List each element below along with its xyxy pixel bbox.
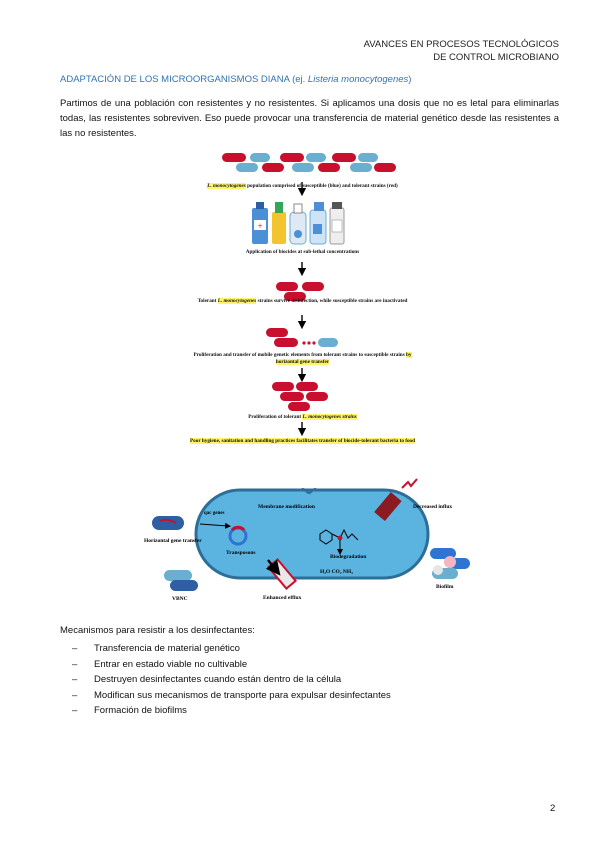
caption-transfer: Proliferation and transfer of mobile gen…: [193, 352, 412, 365]
caption-population: L. monocytogenes population comprised of…: [207, 183, 398, 189]
mechanisms-title: Mecanismos para resistir a los desinfect…: [60, 625, 255, 636]
label-biofilm: Biofilm: [436, 584, 454, 590]
label-hgt: Horizontal gene transfer: [144, 538, 202, 544]
influx-block: [374, 492, 402, 522]
section-title: ADAPTACIÓN DE LOS MICROORGANISMOS DIANA …: [60, 74, 411, 85]
tolerant-proliferation: [272, 382, 328, 411]
list-item: –Transferencia de material genético: [72, 643, 240, 654]
gene-transfer-illustration: [266, 328, 338, 347]
vbnc-cells: [164, 570, 198, 591]
label-efflux: Enhanced efflux: [263, 595, 302, 601]
figure1-graphics: +: [222, 153, 396, 437]
mechanisms-list: –Transferencia de material genético –Ent…: [72, 641, 391, 719]
title-prefix: ADAPTACIÓN DE LOS MICROORGANISMOS DIANA …: [60, 74, 308, 85]
list-item: –Formación de biofilms: [72, 705, 187, 716]
figure2-graphics: [152, 478, 470, 591]
title-species: Listeria monocytogenes: [307, 74, 409, 85]
resistance-mechanisms-figure: Membrane modification Decreased influx q…: [130, 478, 480, 603]
svg-text:+: +: [257, 221, 262, 231]
header-line-2: DE CONTROL MICROBIANO: [433, 52, 559, 63]
title-suffix: ): [408, 74, 412, 85]
caption-proliferation: Proliferation of tolerant L. monocytogen…: [248, 414, 357, 420]
mixed-population: [222, 153, 396, 172]
label-membrane: Membrane modification: [258, 504, 315, 510]
figure2-labels: Membrane modification Decreased influx q…: [144, 504, 454, 602]
biocide-bottles: +: [252, 202, 345, 245]
label-qac: qac genes: [204, 511, 224, 516]
label-products: H₂O CO₂ NH₃: [320, 569, 353, 575]
caption-biocides: Application of biocides at sub-lethal co…: [245, 249, 360, 255]
label-biodegradation: Biodegradation: [330, 554, 366, 560]
header-line-1: AVANCES EN PROCESOS TECNOLÓGICOS: [363, 39, 559, 50]
hgt-cell: [152, 516, 184, 530]
page-number: 2: [550, 803, 556, 814]
caption-food-transfer: Poor hygiene, sanitation and handling pr…: [190, 438, 416, 444]
biocide-tolerance-figure: + L. monocyto: [180, 150, 425, 455]
label-transposons: Transposons: [226, 550, 256, 556]
caption-survive: Tolerant L. monocytogenes strains surviv…: [197, 298, 408, 304]
label-vbnc: VBNC: [172, 596, 188, 602]
page-header: AVANCES EN PROCESOS TECNOLÓGICOS DE CONT…: [364, 38, 559, 64]
list-item: –Destruyen desinfectantes cuando están d…: [72, 674, 342, 685]
list-item: –Modifican sus mecanismos de transporte …: [72, 689, 391, 701]
intro-paragraph: Partimos de una población con resistente…: [60, 98, 559, 139]
tolerant-survivors: [276, 282, 324, 301]
list-item: –Entrar en estado viable no cultivable: [72, 658, 248, 670]
biofilm-cluster: [430, 548, 470, 579]
label-influx: Decreased influx: [413, 504, 452, 510]
